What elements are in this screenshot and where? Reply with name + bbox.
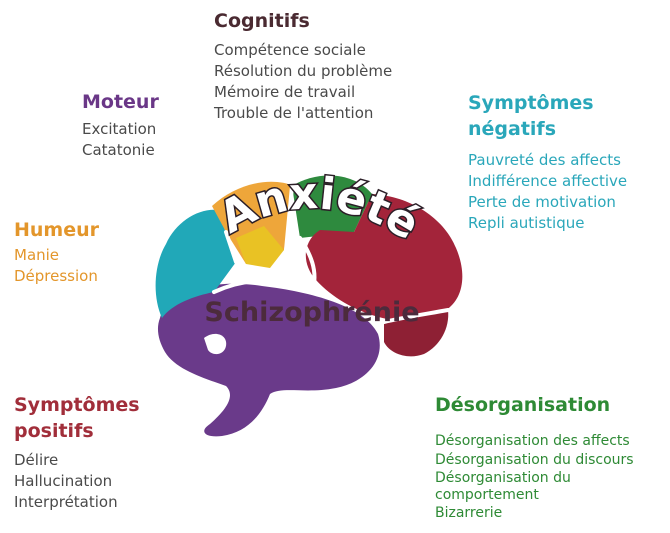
list-item: Indifférence affective <box>468 172 628 190</box>
list-item: Hallucination <box>14 472 113 490</box>
list-item: Catatonie <box>82 141 155 159</box>
group-items: Excitation Catatonie <box>82 119 159 161</box>
group-items: Délire Hallucination Interprétation <box>14 450 140 513</box>
list-item: Pauvreté des affects <box>468 151 621 169</box>
group-items: Pauvreté des affects Indifférence affect… <box>468 150 627 234</box>
list-item: Désorganisation des affects <box>435 433 630 449</box>
brain-lobe-teal <box>155 209 236 318</box>
list-item: Repli autistique <box>468 214 585 232</box>
group-title: Désorganisation <box>435 394 611 416</box>
list-item: Résolution du problème <box>214 62 393 80</box>
group-symptomes-positifs: Symptômes positifs Délire Hallucination … <box>14 392 140 513</box>
list-item: Interprétation <box>14 493 118 511</box>
group-symptomes-negatifs: Symptômes négatifs Pauvreté des affects … <box>468 90 627 234</box>
brain-gyri <box>212 184 450 324</box>
list-item: Dépression <box>14 267 98 285</box>
group-items: Compétence sociale Résolution du problèm… <box>214 40 392 124</box>
group-moteur: Moteur Excitation Catatonie <box>82 89 159 161</box>
list-item: Délire <box>14 451 59 469</box>
group-title-line: Symptômes <box>468 92 594 114</box>
brain-ear-notch <box>204 333 227 355</box>
list-item: Désorganisation du comportement <box>435 470 571 503</box>
group-desorganisation: Désorganisation Désorganisation des affe… <box>435 392 635 523</box>
list-item: Mémoire de travail <box>214 83 356 101</box>
group-title: Symptômes négatifs <box>468 90 627 142</box>
group-title: Moteur <box>82 91 159 113</box>
brain-center-text: Schizophrénie <box>204 297 419 328</box>
group-title-line: Symptômes <box>14 394 140 416</box>
group-title: Humeur <box>14 219 100 241</box>
list-item: Désorganisation du discours <box>435 452 634 468</box>
list-item: Excitation <box>82 120 157 138</box>
group-title: Cognitifs <box>214 10 310 32</box>
group-title: Symptômes positifs <box>14 392 140 444</box>
brain-lobe-purple <box>157 283 380 437</box>
list-item: Perte de motivation <box>468 193 616 211</box>
group-title-line: positifs <box>14 420 94 442</box>
group-title-line: négatifs <box>468 118 557 140</box>
group-items: Désorganisation des affects Désorganisat… <box>435 432 635 523</box>
brain-lobe-yellow <box>236 226 284 268</box>
group-humeur: Humeur Manie Dépression <box>14 217 99 287</box>
list-item: Manie <box>14 246 60 264</box>
brain-lobe-green <box>292 175 372 238</box>
brain-lobe-red <box>305 194 463 322</box>
group-items: Manie Dépression <box>14 245 99 287</box>
list-item: Compétence sociale <box>214 41 366 59</box>
group-cognitifs: Cognitifs Compétence sociale Résolution … <box>214 8 392 124</box>
brain-lobe-dark-red <box>384 310 449 357</box>
list-item: Trouble de l'attention <box>214 104 374 122</box>
list-item: Bizarrerie <box>435 505 503 521</box>
